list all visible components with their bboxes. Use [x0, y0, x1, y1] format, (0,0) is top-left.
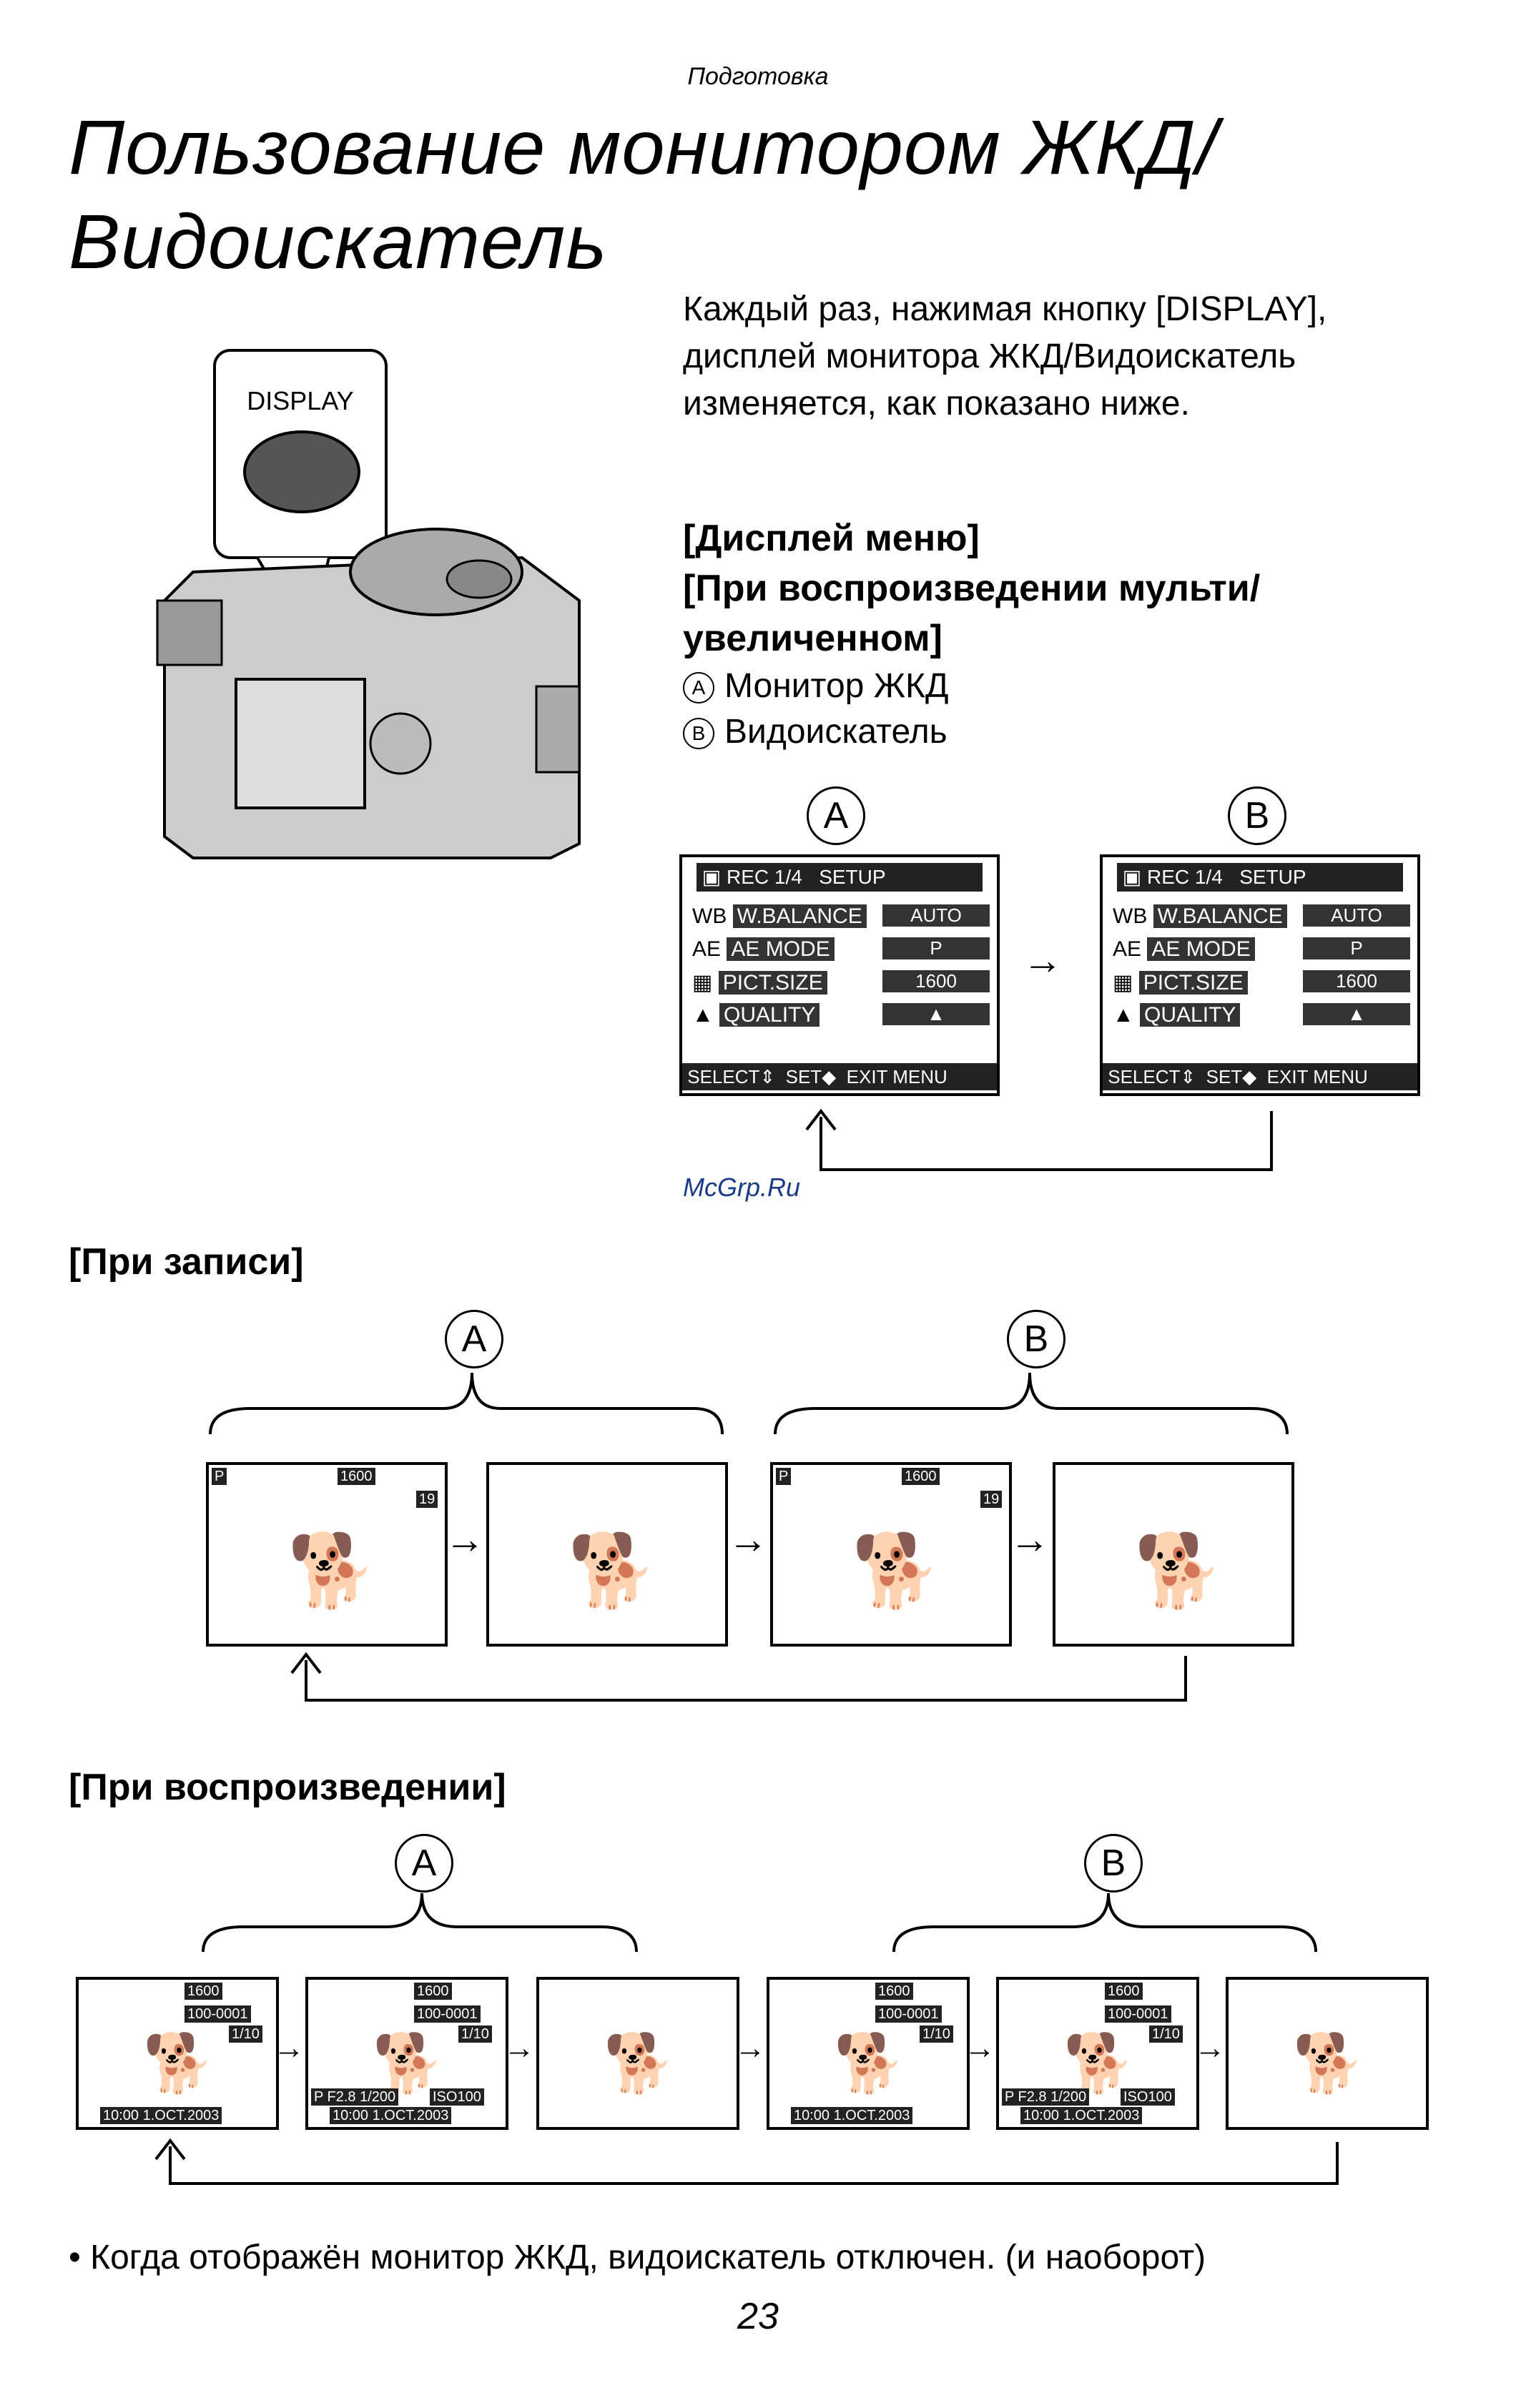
arrow-right-icon: →: [1010, 1516, 1050, 1561]
dog-icon: 🐕: [1063, 2031, 1135, 2095]
arrow-right-icon: →: [734, 2030, 766, 2066]
play-screen-4: 1600 100-0001 1/10 🐕 10:00 1.OCT.2003: [767, 1977, 970, 2130]
menu-screen-lcd: ▣ REC 1/4 SETUP WB W.BALANCE AUTO AE AE …: [679, 854, 1000, 1096]
menu-value: AUTO: [1303, 904, 1410, 927]
menu-value: 1600: [882, 970, 990, 992]
play-screen-1: 1600 100-0001 1/10 🐕 10:00 1.OCT.2003: [76, 1977, 279, 2130]
rec-screen-evf-info: P 1600 19 🐕: [770, 1462, 1012, 1647]
circle-a-menu: A: [807, 786, 865, 845]
heading-recording: [При записи]: [69, 1241, 304, 1283]
footnote: • Когда отображён монитор ЖКД, видоискат…: [69, 2239, 1206, 2276]
menu-value: 1600: [1303, 970, 1410, 992]
menu-screen-evf: ▣ REC 1/4 SETUP WB W.BALANCE AUTO AE AE …: [1100, 854, 1420, 1096]
dog-icon: 🐕: [834, 2031, 905, 2095]
menu-row: WB W.BALANCE: [1113, 904, 1287, 929]
dog-icon: 🐕: [1134, 1531, 1224, 1611]
heading-menu-display: [Дисплей меню]: [683, 518, 980, 559]
menu-footer: SELECT⇕ SET◆ EXIT MENU: [682, 1063, 997, 1090]
dog-icon: 🐕: [852, 1531, 941, 1611]
arrow-right-icon: →: [503, 2030, 535, 2066]
circle-b-menu: B: [1228, 786, 1286, 845]
menu-tabs: ▣ REC 1/4 SETUP: [697, 863, 983, 892]
page-title: Пользование монитором ЖКД/ Видоискатель: [69, 104, 1219, 285]
watermark: McGrp.Ru: [683, 1173, 801, 1202]
loop-arrow-menu: [805, 1108, 1273, 1171]
rec-screen-evf-plain: 🐕: [1053, 1462, 1294, 1647]
menu-value: ▲: [882, 1003, 990, 1025]
arrow-right-icon: →: [728, 1516, 768, 1561]
arrow-right-icon: →: [1023, 937, 1063, 982]
circle-a-play: A: [395, 1834, 453, 1893]
rec-screen-lcd-info: P 1600 19 🐕: [206, 1462, 448, 1647]
menu-value: ▲: [1303, 1003, 1410, 1025]
menu-section-headings: [Дисплей меню] [При воспроизведении муль…: [683, 513, 1260, 755]
menu-value: P: [1303, 937, 1410, 959]
heading-playback-multi: [При воспроизведении мульти/: [683, 568, 1261, 609]
menu-tabs: ▣ REC 1/4 SETUP: [1117, 863, 1403, 892]
arrow-right-icon: →: [445, 1516, 485, 1561]
brace-icons-rec: [209, 1372, 1289, 1435]
dog-icon: 🐕: [287, 1531, 377, 1611]
display-button-label: DISPLAY: [247, 386, 354, 415]
arrow-right-icon: →: [1194, 2030, 1226, 2066]
play-screen-5: 1600 100-0001 1/10 🐕 P F2.8 1/200 ISO100…: [996, 1977, 1199, 2130]
menu-footer: SELECT⇕ SET◆ EXIT MENU: [1103, 1063, 1417, 1090]
menu-value: P: [882, 937, 990, 959]
rec-screen-lcd-plain: 🐕: [486, 1462, 728, 1647]
circle-a-rec: A: [445, 1310, 503, 1368]
circle-b-play: B: [1084, 1834, 1143, 1893]
dog-icon: 🐕: [1293, 2031, 1364, 2095]
dog-icon: 🐕: [143, 2031, 215, 2095]
arrow-right-icon: →: [964, 2030, 995, 2066]
play-screen-6: 🐕: [1226, 1977, 1429, 2130]
intro-text: Каждый раз, нажимая кнопку [DISPLAY], ди…: [683, 290, 1327, 423]
dog-icon: 🐕: [373, 2031, 444, 2095]
mark-a: A: [683, 672, 714, 704]
heading-playback: [При воспроизведении]: [69, 1767, 506, 1808]
section-label: Подготовка: [687, 63, 829, 90]
play-screen-2: 1600 100-0001 1/10 🐕 P F2.8 1/200 ISO100…: [305, 1977, 508, 2130]
play-screen-3: 🐕: [536, 1977, 739, 2130]
menu-value: AUTO: [882, 904, 990, 927]
menu-row: ▲ QUALITY: [1113, 1003, 1241, 1027]
menu-row: AE AE MODE: [1113, 937, 1255, 962]
dog-icon: 🐕: [568, 1531, 657, 1611]
camera-illustration: DISPLAY: [150, 343, 608, 887]
arrow-right-icon: →: [273, 2030, 305, 2066]
loop-arrow-rec: [290, 1652, 1187, 1702]
heading-playback-zoom: увеличенном]: [683, 618, 942, 659]
menu-row: ▲ QUALITY: [692, 1003, 820, 1027]
brace-icons-play: [202, 1893, 1317, 1953]
menu-row: WB W.BALANCE: [692, 904, 867, 929]
menu-row: ▦ PICT.SIZE: [692, 970, 827, 995]
loop-arrow-play: [154, 2138, 1339, 2185]
menu-row: AE AE MODE: [692, 937, 835, 962]
menu-row: ▦ PICT.SIZE: [1113, 970, 1248, 995]
page-number: 23: [737, 2296, 779, 2337]
circle-b-rec: B: [1007, 1310, 1065, 1368]
dog-icon: 🐕: [604, 2031, 675, 2095]
mark-b: B: [683, 718, 714, 750]
